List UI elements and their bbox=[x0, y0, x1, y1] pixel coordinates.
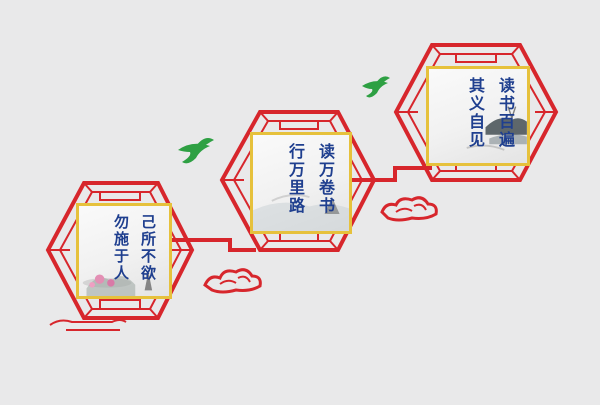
bird-icon bbox=[178, 138, 214, 164]
poem-text: 读万卷书 行万里路 bbox=[283, 143, 337, 215]
poem-line-1: 读书百遍 bbox=[496, 77, 515, 149]
base-swirl bbox=[49, 319, 127, 331]
poem-line-2: 勿施于人 bbox=[112, 214, 130, 282]
poem-text: 读书百遍 其义自见 bbox=[463, 77, 517, 149]
panel-right: 读书百遍 其义自见 bbox=[426, 66, 530, 166]
poem-text: 己所不欲 勿施于人 bbox=[111, 214, 159, 282]
bird-icon bbox=[362, 76, 390, 98]
hexagon-lattice-middle bbox=[219, 110, 377, 252]
hexagon-lattice-left bbox=[45, 181, 195, 320]
panel-middle: 读万卷书 行万里路 bbox=[250, 132, 352, 234]
poem-line-1: 己所不欲 bbox=[139, 214, 157, 282]
poem-line-2: 行万里路 bbox=[286, 143, 305, 215]
panel-left: 己所不欲 勿施于人 bbox=[76, 203, 172, 299]
poem-line-1: 读万卷书 bbox=[316, 143, 335, 215]
hexagon-lattice-right bbox=[393, 43, 559, 182]
poem-line-2: 其义自见 bbox=[466, 77, 485, 149]
auspicious-cloud-icon bbox=[203, 268, 262, 294]
auspicious-cloud-icon bbox=[380, 196, 438, 222]
